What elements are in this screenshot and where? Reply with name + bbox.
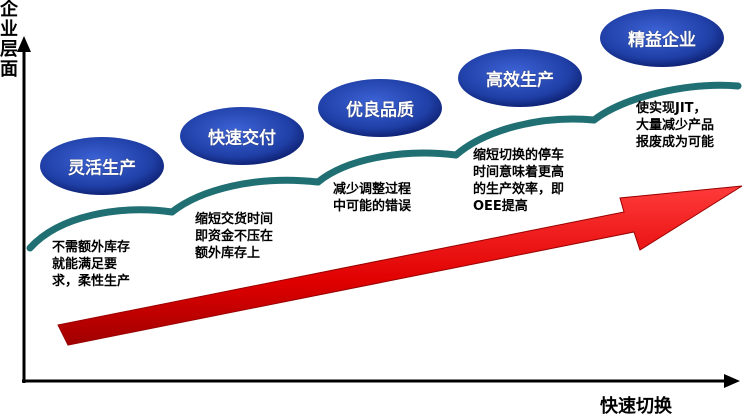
stage-oval-3 bbox=[318, 79, 442, 137]
stage-desc-1-line-1: 不需额外库存 bbox=[52, 240, 131, 255]
stage-desc-5-line-1: 使实现JIT， bbox=[636, 101, 707, 116]
stage-desc-2-line-1: 缩短交货时间 bbox=[195, 212, 274, 227]
stage-desc-4-line-3: 的生产效率，即 bbox=[473, 182, 565, 197]
stage-oval-1 bbox=[40, 137, 164, 195]
stage-ovals bbox=[40, 9, 724, 195]
stage-oval-5 bbox=[600, 9, 724, 67]
curve-segment-3 bbox=[314, 149, 460, 186]
stage-desc-1-line-3: 求，柔性生产 bbox=[52, 274, 131, 289]
curve-segment-5 bbox=[590, 81, 742, 124]
curve-segment-1 bbox=[26, 206, 176, 252]
stage-desc-3-line-2: 中可能的错误 bbox=[333, 199, 412, 214]
stage-desc-3-line-1: 减少调整过程 bbox=[333, 182, 412, 197]
stage-desc-4: 缩短切换的停车 时间意味着更高 的生产效率，即 OEE提高 bbox=[473, 147, 564, 215]
step-curve bbox=[26, 81, 742, 252]
y-axis-arrowhead bbox=[17, 36, 31, 52]
curve-segment-2 bbox=[168, 176, 322, 216]
stage-desc-2-line-3: 额外库存上 bbox=[195, 246, 261, 261]
stage-desc-4-line-4: OEE提高 bbox=[473, 199, 528, 214]
stage-label-2: 快速交付 bbox=[208, 128, 276, 149]
progress-arrow-body bbox=[57, 185, 743, 346]
stage-desc-1-line-2: 就能满足要 bbox=[52, 257, 118, 272]
stage-desc-5-line-3: 报废成为可能 bbox=[636, 135, 715, 150]
curve-segment-4 bbox=[452, 115, 598, 159]
stage-desc-5-line-2: 大量减少产品 bbox=[636, 118, 715, 133]
stage-label-1: 灵活生产 bbox=[68, 158, 136, 179]
stage-desc-2-line-2: 即资金不压在 bbox=[195, 229, 274, 244]
x-axis-label: 快速切换 bbox=[600, 396, 672, 417]
stage-desc-4-line-2: 时间意味着更高 bbox=[473, 165, 565, 180]
stage-desc-3: 减少调整过程 中可能的错误 bbox=[333, 181, 411, 215]
stage-oval-4 bbox=[458, 49, 582, 107]
progress-arrow bbox=[57, 185, 743, 346]
stage-desc-2: 缩短交货时间 即资金不压在 额外库存上 bbox=[195, 211, 273, 262]
stage-desc-4-line-1: 缩短切换的停车 bbox=[473, 148, 565, 163]
stage-desc-1: 不需额外库存 就能满足要 求，柔性生产 bbox=[52, 239, 130, 290]
stage-desc-5: 使实现JIT， 大量减少产品 报废成为可能 bbox=[636, 100, 714, 151]
y-axis-label: 企业层面 bbox=[0, 0, 18, 80]
axes bbox=[17, 36, 740, 388]
x-axis-arrowhead bbox=[724, 374, 740, 388]
stage-label-5: 精益企业 bbox=[628, 30, 696, 51]
stage-oval-2 bbox=[180, 107, 304, 165]
stage-label-3: 优良品质 bbox=[346, 100, 414, 121]
stage-label-4: 高效生产 bbox=[486, 70, 554, 91]
